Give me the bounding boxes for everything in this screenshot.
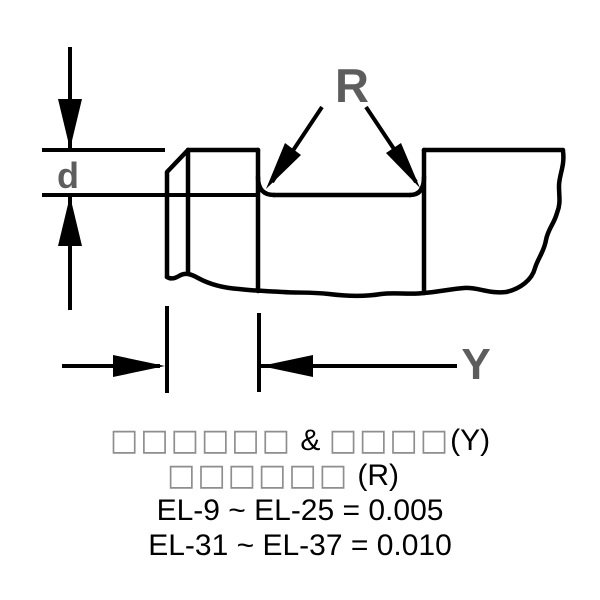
stub-chamfer-left-edge — [164, 147, 191, 280]
r-callout: R — [266, 59, 420, 189]
note-line-3: EL-9 ~ EL-25 = 0.005 — [156, 494, 444, 527]
break-line-wavy-edge — [164, 148, 566, 299]
note-line-4: EL-31 ~ EL-37 = 0.010 — [148, 529, 452, 562]
r-arrowhead-left-icon — [266, 143, 301, 189]
y-dimension: Y — [62, 306, 491, 393]
notes-block: □□□□□□ & □□□□(Y) □□□□□□ (R) EL-9 ~ EL-25… — [0, 423, 600, 563]
y-dimension-label: Y — [461, 340, 490, 389]
r-arrowhead-right-icon — [386, 143, 420, 188]
r-radius-label: R — [335, 59, 369, 112]
note-line-2-tofu: □□□□□□ — [166, 458, 350, 493]
d-arrowhead-up-icon — [58, 196, 82, 246]
note-line-1-tofu-a: □□□□□□ — [109, 423, 292, 458]
y-arrowhead-left-icon — [261, 355, 313, 377]
d-arrowhead-down-icon — [58, 99, 82, 149]
d-dimension: d — [42, 47, 258, 310]
y-arrowhead-right-icon — [113, 355, 165, 377]
part-outline — [164, 147, 566, 299]
note-line-2-suffix: (R) — [349, 459, 400, 492]
note-line-1-tofu-b: □□□□ — [328, 423, 451, 458]
note-line-1-suffix: (Y) — [450, 424, 491, 457]
d-dimension-label: d — [57, 155, 79, 196]
groove-left-fillet — [255, 174, 277, 198]
note-line-1-connector: & — [292, 424, 329, 457]
note-line-1: □□□□□□ & □□□□(Y) — [0, 423, 600, 458]
note-line-2: □□□□□□ (R) — [0, 458, 600, 493]
